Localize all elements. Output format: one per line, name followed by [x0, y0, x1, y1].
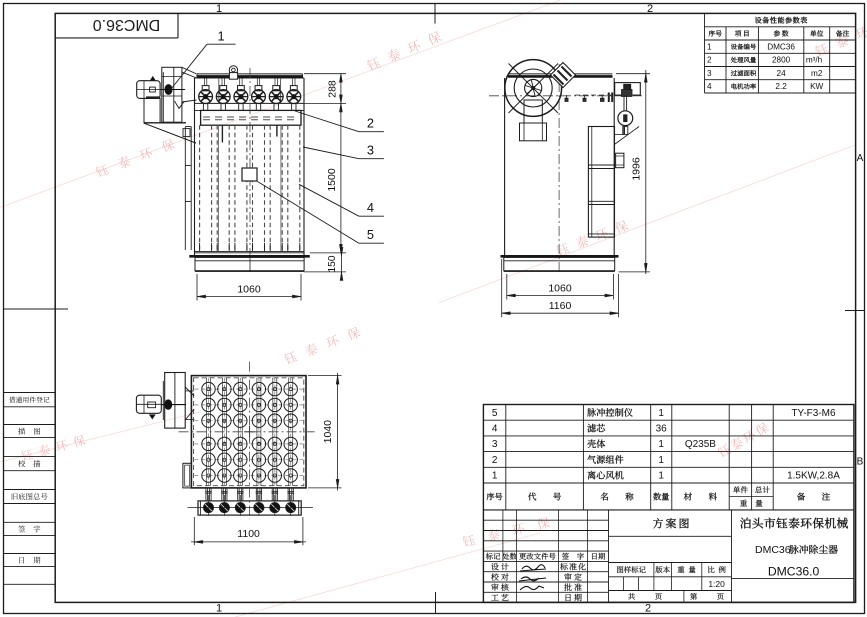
svg-text:2: 2	[367, 116, 374, 131]
svg-text:1: 1	[707, 42, 712, 51]
svg-text:1:20: 1:20	[708, 579, 725, 589]
svg-text:TY-F3-M6: TY-F3-M6	[791, 408, 836, 419]
svg-text:1: 1	[658, 471, 664, 482]
svg-text:2: 2	[707, 56, 712, 65]
svg-text:1: 1	[658, 439, 664, 450]
svg-text:5: 5	[492, 408, 498, 419]
svg-text:1160: 1160	[549, 300, 572, 312]
svg-text:1.5KW,2.8A: 1.5KW,2.8A	[787, 471, 840, 482]
svg-text:DMC36: DMC36	[755, 544, 791, 556]
svg-text:B: B	[857, 457, 864, 468]
svg-text:5: 5	[367, 227, 374, 242]
svg-text:1: 1	[216, 603, 222, 615]
svg-text:2: 2	[492, 455, 498, 466]
svg-text:1100: 1100	[237, 528, 260, 540]
svg-text:m2: m2	[811, 69, 823, 78]
svg-text:1996: 1996	[630, 157, 642, 181]
svg-text:4: 4	[492, 423, 498, 434]
svg-text:4: 4	[367, 200, 374, 215]
svg-text:3: 3	[492, 439, 498, 450]
svg-text:KW: KW	[810, 82, 823, 91]
svg-text:2.2: 2.2	[775, 82, 787, 91]
svg-text:2: 2	[647, 3, 653, 15]
svg-text:Q235B: Q235B	[685, 439, 716, 450]
svg-text:3: 3	[707, 69, 712, 78]
svg-text:1: 1	[492, 471, 498, 482]
svg-text:1: 1	[217, 29, 224, 44]
svg-text:288: 288	[327, 80, 339, 98]
svg-text:1060: 1060	[548, 282, 572, 294]
svg-text:2: 2	[645, 603, 651, 615]
svg-text:DMC36.0: DMC36.0	[768, 565, 820, 579]
svg-text:1: 1	[658, 408, 664, 419]
svg-text:24: 24	[777, 69, 787, 78]
svg-text:1: 1	[658, 455, 664, 466]
svg-text:1040: 1040	[322, 420, 334, 444]
svg-text:DMC36.0: DMC36.0	[93, 16, 161, 33]
svg-text:4: 4	[707, 82, 712, 91]
svg-text:1: 1	[216, 3, 222, 15]
svg-text:3: 3	[367, 143, 374, 158]
svg-text:DMC36: DMC36	[767, 42, 795, 51]
svg-text:A: A	[857, 153, 864, 164]
svg-text:36: 36	[656, 423, 668, 434]
svg-text:150: 150	[327, 255, 338, 272]
svg-text:1060: 1060	[237, 283, 261, 295]
svg-text:m³/h: m³/h	[806, 56, 823, 65]
svg-text:1500: 1500	[326, 168, 338, 192]
svg-text:2800: 2800	[772, 56, 791, 65]
